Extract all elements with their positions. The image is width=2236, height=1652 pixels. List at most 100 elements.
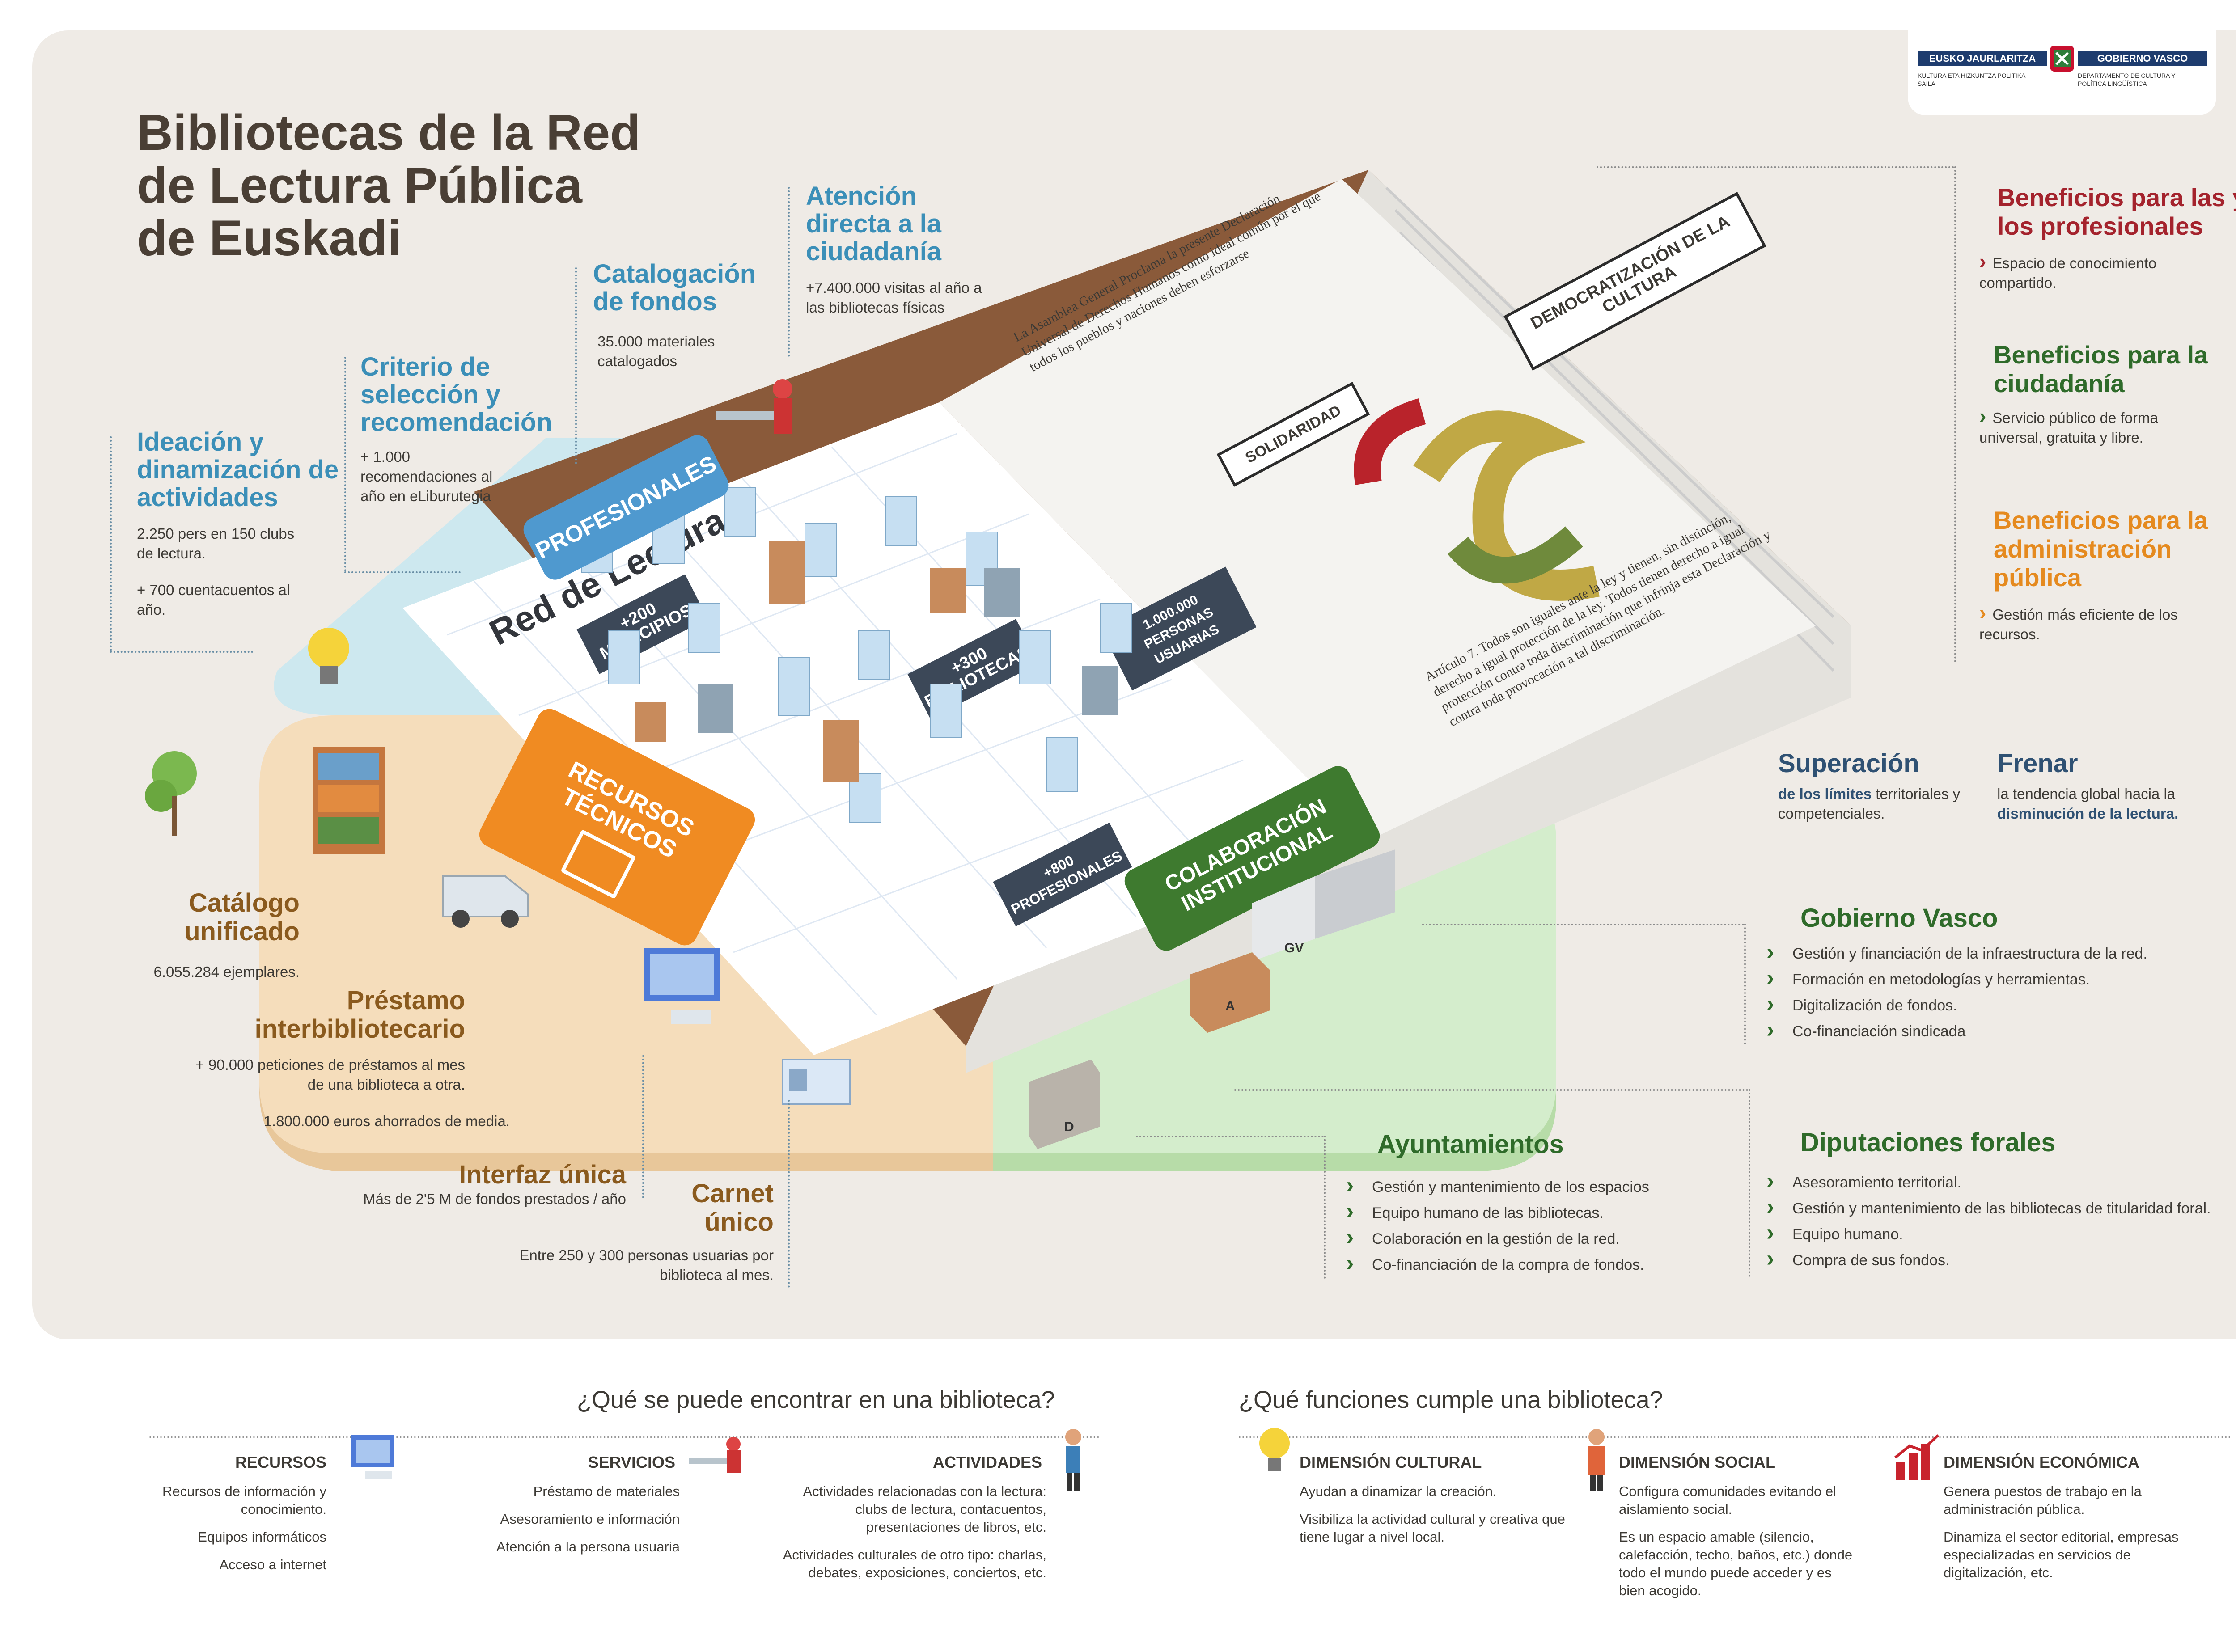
list-item: Gestión y mantenimiento de los espacios [1346,1172,1749,1200]
catalogacion-title: Catalogación de fondos [593,259,756,316]
cultural-list: Ayudan a dinamizar la creación. Visibili… [1300,1483,1568,1546]
lightbulb-icon [308,628,349,684]
question-right: ¿Qué funciones cumple una biblioteca? [1239,1386,1663,1413]
list-item: Dinamiza el sector editorial, empresas e… [1944,1529,2179,1580]
servicios-title: SERVICIOS [588,1453,675,1471]
superacion-text: de los límites territoriales y competenc… [1778,784,1966,824]
logo-box: EUSKO JAURLARITZA GOBIERNO VASCO KULTURA… [1908,30,2216,115]
list-item: Equipos informáticos [198,1529,326,1545]
desk-person-icon [689,1437,741,1473]
ideacion-title: Ideación y dinamización de actividades [137,427,339,512]
actividades-title: ACTIVIDADES [932,1453,1042,1471]
atencion-title: Atención directa a la ciudadanía [806,182,942,266]
list-item: Es un espacio amable (silencio, calefacc… [1619,1529,1853,1598]
desk-person-icon [716,379,792,434]
economica-title: DIMENSIÓN ECONÓMICA [1944,1453,2140,1471]
list-item: Colaboración en la gestión de la red. [1346,1224,1749,1252]
list-item: Gestión y mantenimiento de las bibliotec… [1766,1194,2236,1221]
page-title: Bibliotecas de la Red de Lectura Pública… [137,106,673,265]
list-item: Asesoramiento e información [500,1511,680,1527]
bookshelf-icon [313,747,385,854]
frenar-label: la tendencia global hacia la [1997,786,2176,802]
list-item: Equipo humano de las bibliotecas. [1346,1198,1749,1226]
superacion-highlight: de los límites [1778,786,1872,802]
beneficios-profesionales-title: Beneficios para las y los profesionales [1997,183,2236,240]
list-item: Equipo humano. [1766,1220,2236,1247]
catalogo-text: 6.055.284 ejemplares. [153,963,300,980]
question-left: ¿Qué se puede encontrar en una bibliotec… [577,1386,1055,1413]
interfaz-text: Más de 2'5 M de fondos prestados / año [363,1191,626,1207]
list-item: Acceso a internet [219,1557,326,1572]
list-item: Ayudan a dinamizar la creación. [1300,1483,1497,1499]
actividades-list: Actividades relacionadas con la lectura:… [778,1483,1046,1582]
list-item: Co-financiación sindicada [1766,1017,2236,1044]
atencion-text: +7.400.000 visitas al año a las bibliote… [806,279,982,316]
van-icon [442,875,529,928]
title-line-2: de Lectura Pública [137,157,582,213]
chevron-right-icon: › [1979,249,1986,273]
ayuntamientos-list: Gestión y mantenimiento de los espacios … [1346,1172,1749,1278]
list-item: Actividades culturales de otro tipo: cha… [783,1547,1046,1580]
chevron-right-icon: › [1979,601,1986,624]
list-item: Formación en metodologías y herramientas… [1766,965,2236,993]
frenar-highlight: disminución de la lectura. [1997,805,2179,822]
building-label-a: A [1225,999,1235,1014]
list-item: Asesoramiento territorial. [1766,1168,2236,1196]
interfaz-title: Interfaz única [459,1160,626,1189]
list-item: Recursos de información y conocimiento. [162,1483,326,1517]
beneficios-profesionales-label: Espacio de conocimiento compartido. [1979,255,2157,291]
logo-right-sub: DEPARTAMENTO DE CULTURA Y POLÍTICA LINGÜ… [2078,72,2176,87]
computer-icon [644,948,720,1024]
economica-list: Genera puestos de trabajo en la administ… [1944,1483,2212,1582]
ayuntamientos-title: Ayuntamientos [1377,1130,1564,1159]
library-card-icon [782,1059,851,1105]
title-line-1: Bibliotecas de la Red [137,105,641,161]
computer-icon [351,1435,394,1479]
logo-right-name: GOBIERNO VASCO [2078,51,2207,66]
carnet-title: Carnet único [691,1179,774,1237]
superacion-title: Superación [1778,749,1919,778]
frenar-title: Frenar [1997,749,2078,778]
gobierno-title: Gobierno Vasco [1800,904,1998,933]
list-item: Configura comunidades evitando el aislam… [1619,1483,1836,1517]
building-label-gv: GV [1284,941,1304,955]
person-icon [1065,1429,1081,1491]
title-line-3: de Euskadi [137,210,402,266]
bar-chart-icon [1894,1434,1940,1480]
recursos-title: RECURSOS [235,1453,326,1471]
list-item: Visibiliza la actividad cultural y creat… [1300,1511,1565,1545]
logo-left-sub: KULTURA ETA HIZKUNTZA POLITIKA SAILA [1918,72,2025,87]
catalogo-title: Catálogo unificado [184,888,300,946]
servicios-list: Préstamo de materiales Asesoramiento e i… [429,1483,680,1556]
beneficios-ciudadania-title: Beneficios para la ciudadanía [1994,341,2208,397]
ideacion-text2: + 700 cuentacuentos al año. [137,582,290,618]
social-title: DIMENSIÓN SOCIAL [1619,1453,1776,1471]
prestamo-title: Préstamo interbibliotecario [254,986,465,1044]
list-item: Compra de sus fondos. [1766,1246,2236,1273]
ideacion-text1: 2.250 pers en 150 clubs de lectura. [137,525,295,562]
list-item: Gestión y financiación de la infraestruc… [1766,939,2236,967]
catalogacion-text: 35.000 materiales catalogados [597,333,715,369]
gobierno-list: Gestión y financiación de la infraestruc… [1766,939,2236,1044]
prestamo-text1: + 90.000 peticiones de préstamos al mes … [195,1056,465,1093]
criterio-title: Criterio de selección y recomendación [360,352,552,437]
list-item: Préstamo de materiales [533,1483,680,1499]
superacion-label: territoriales y competenciales. [1778,786,1961,822]
list-item: Genera puestos de trabajo en la administ… [1944,1483,2142,1517]
building-label-d: D [1064,1120,1074,1134]
person-icon [1588,1429,1605,1491]
list-item: Actividades relacionadas con la lectura:… [803,1483,1046,1535]
beneficios-ciudadania-label: Servicio público de forma universal, gra… [1979,410,2158,446]
logo-left-name: EUSKO JAURLARITZA [1918,51,2047,66]
lightbulb-icon [1259,1428,1290,1471]
chevron-right-icon: › [1979,404,1986,427]
cultural-title: DIMENSIÓN CULTURAL [1300,1453,1482,1471]
criterio-text: + 1.000 recomendaciones al año en eLibur… [360,448,493,504]
beneficios-ciudadania-text: ›Servicio público de forma universal, gr… [1979,406,2212,448]
list-item: Co-financiación de la compra de fondos. [1346,1250,1749,1278]
list-item: Atención a la persona usuaria [496,1539,680,1555]
beneficios-administracion-text: ›Gestión más eficiente de los recursos. [1979,601,2212,644]
beneficios-profesionales-text: ›Espacio de conocimiento compartido. [1979,251,2212,293]
diputaciones-title: Diputaciones forales [1800,1128,2056,1157]
diputaciones-list: Asesoramiento territorial. Gestión y man… [1766,1168,2236,1273]
